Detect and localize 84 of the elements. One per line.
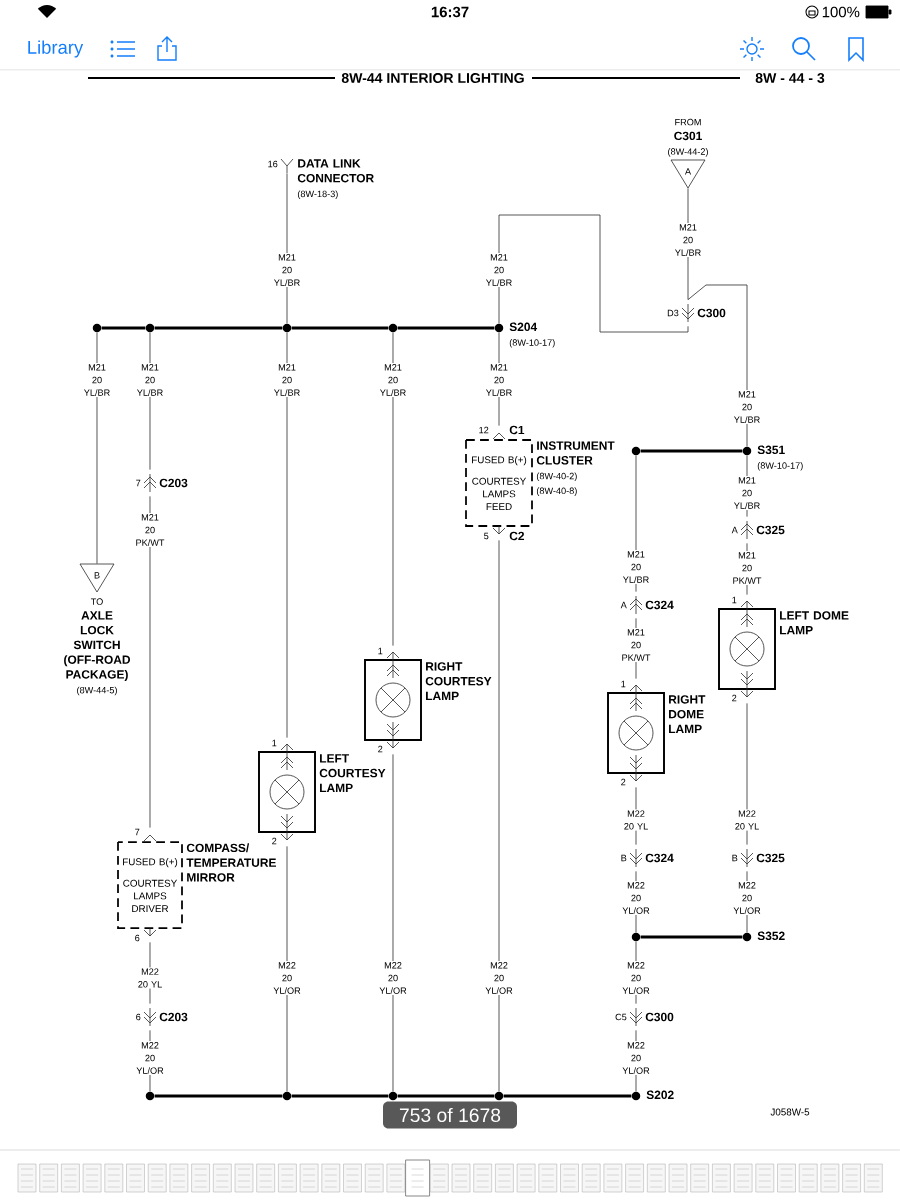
node-label: (8W-44-2): [668, 148, 708, 157]
battery-percentage: 100%: [822, 6, 860, 18]
node-label: FROM: [675, 118, 701, 126]
inline-connector: 6 C203: [136, 1007, 188, 1027]
wire: [154, 326, 283, 330]
status-time: 16:37: [431, 6, 469, 18]
wire-label: M21 20 YL/BR: [134, 363, 166, 397]
connector-triangle: B TO AXLE LOCK SWITCH (OFF-ROAD PACKAGE) (8W-44-5): [64, 563, 130, 696]
node-label: 12: [479, 426, 489, 434]
node-label: C2: [509, 531, 525, 541]
wire-label: M22 20 YL: [620, 809, 652, 831]
connector-triangle: FROM C301 (8W-44-2) A: [668, 118, 708, 189]
inline-connector: B C325: [732, 848, 785, 868]
inline-connector: A C325: [731, 520, 785, 540]
page-reference: 8W - 44 - 3: [755, 73, 825, 83]
wire: [291, 326, 389, 330]
node-label: (8W-40-2): [536, 472, 577, 482]
node-label: S204: [509, 322, 538, 332]
node-label: (8W-44-5): [77, 686, 117, 696]
diagram-title: 8W-44 INTERIOR LIGHTING: [341, 73, 524, 83]
library-link: Library: [28, 40, 84, 58]
wire-label: M22 20 YL/OR: [483, 961, 515, 995]
inline-connector: A C324: [620, 595, 674, 615]
wire: [101, 326, 146, 330]
wire-label: M21 20 PK/WT: [134, 513, 166, 547]
node-label: 5: [484, 532, 489, 540]
inline-connector: B C324: [621, 848, 674, 868]
wire-label: M21 20 PK/WT: [620, 628, 652, 662]
wire-label: M22 20 YL/OR: [731, 881, 763, 915]
inline-connector: C5 C300: [615, 1007, 674, 1027]
wire: [286, 332, 288, 739]
node-label: C1: [509, 425, 525, 435]
wire-label: M21 20 YL/BR: [672, 223, 704, 257]
wire-label: M22 20 YL: [731, 809, 763, 831]
figure-code: J058W-5: [770, 1108, 810, 1116]
wire-label: M21 20 YL/BR: [271, 363, 303, 397]
node-label: 7: [135, 828, 140, 836]
wire-label: M21 20 YL/BR: [483, 253, 515, 287]
wire: [397, 326, 495, 330]
connector-terminal: 16 DATA LINK CONNECTOR (8W-18-3): [268, 158, 374, 199]
node-label: (8W-40-8): [536, 487, 577, 496]
node-label: INSTRUMENT CLUSTER: [536, 441, 615, 465]
node-label: (8W-10-17): [757, 462, 803, 471]
wire: [746, 702, 748, 846]
node-label: AXLE LOCK SWITCH (OFF-ROAD PACKAGE): [64, 611, 131, 682]
wire: [392, 332, 394, 647]
wire: [640, 935, 743, 939]
wire: [154, 1094, 283, 1098]
wire-label: M22 20 YL/OR: [620, 1041, 652, 1075]
node-label: S202: [646, 1090, 674, 1100]
node-label: C301: [674, 131, 702, 141]
wire-label: M22 20 YL/OR: [620, 881, 652, 915]
wire-label: M22 20 YL/OR: [377, 961, 409, 995]
wire-label: M21 20 YL/BR: [81, 363, 113, 397]
wire-label: M22 20 YL/OR: [134, 1041, 166, 1075]
wire: [498, 214, 689, 333]
wire: [397, 1094, 495, 1098]
inline-connector: 7 C203: [136, 473, 188, 493]
wire: [291, 1094, 389, 1098]
module-box: FUSED B(+) COURTESY LAMPS FEED INSTRUMENT CLUSTER (8W-40-2) (8W-40-8) 12 C1 5 C2: [465, 425, 615, 541]
wire-label: M21 20 PK/WT: [731, 551, 763, 585]
wire: [640, 449, 743, 453]
wire-label: M22 20 YL: [134, 967, 166, 989]
node-label: (8W-10-17): [509, 339, 555, 348]
page-indicator: 753 of 1678: [383, 1101, 517, 1129]
wire: [149, 495, 151, 829]
wire-label: M21 20 YL/BR: [731, 476, 763, 510]
node-label: S352: [757, 931, 785, 941]
wire-label: M21 20 YL/BR: [620, 550, 652, 584]
wire-label: M21 20 YL/BR: [483, 363, 515, 397]
wire: [96, 332, 98, 565]
node-label: 6: [135, 934, 140, 942]
inline-connector: D3 C300: [667, 303, 726, 323]
wire: [498, 539, 500, 1092]
node-label: TO: [90, 598, 103, 605]
wire-label: M21 20 YL/BR: [271, 253, 303, 287]
wire-label: M22 20 YL/OR: [271, 961, 303, 995]
wire-label: M21 20 YL/BR: [377, 363, 409, 397]
wire: [286, 845, 288, 1092]
wire-label: M22 20 YL/OR: [620, 961, 652, 995]
wire: [503, 1094, 632, 1098]
wire: [392, 753, 394, 1092]
wire-label: M21 20 YL/BR: [731, 390, 763, 424]
node-label: S351: [757, 445, 785, 455]
